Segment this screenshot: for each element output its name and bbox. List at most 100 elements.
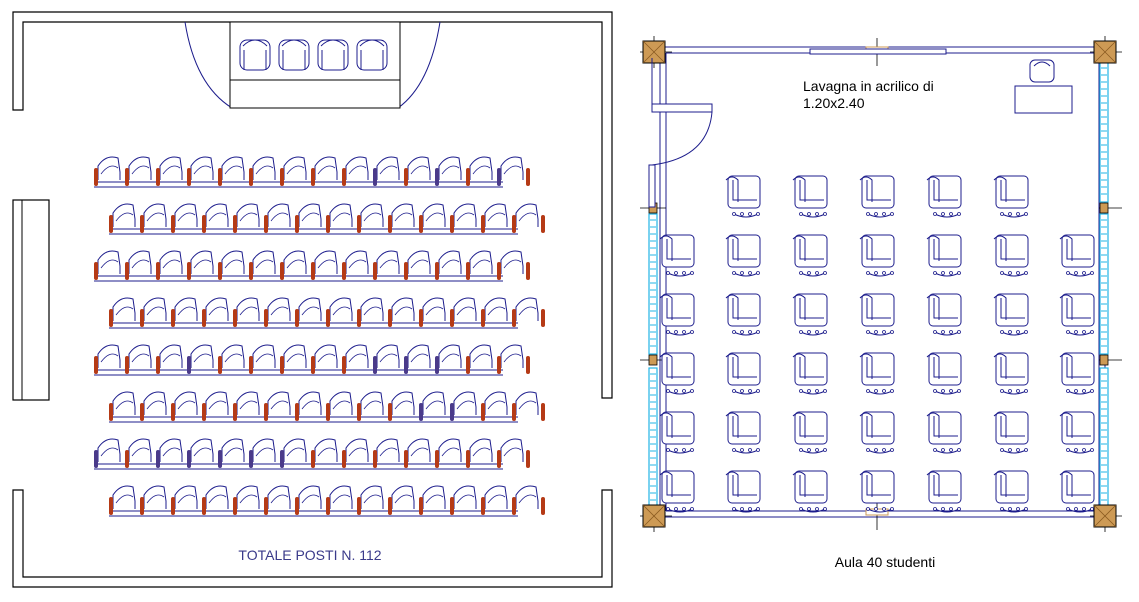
- student-chair: [659, 293, 695, 336]
- auditorium-seat: [466, 250, 493, 280]
- auditorium-seat: [295, 391, 322, 421]
- auditorium-seat: [342, 344, 369, 374]
- auditorium-seat: [388, 297, 415, 327]
- auditorium-seat: [388, 485, 415, 515]
- auditorium-seat: [249, 344, 276, 374]
- auditorium-seat: [404, 344, 431, 374]
- auditorium-seat: [419, 485, 446, 515]
- auditorium-seat: [497, 438, 524, 468]
- auditorium-seat: [435, 344, 462, 374]
- classroom-windows: [648, 46, 1109, 516]
- auditorium-seat: [233, 485, 260, 515]
- auditorium-seat: [280, 250, 307, 280]
- auditorium-seat: [481, 203, 508, 233]
- auditorium-wall-top: [12, 11, 613, 399]
- student-chair: [1059, 234, 1095, 277]
- auditorium-seat: [311, 438, 338, 468]
- auditorium-seat: [326, 391, 353, 421]
- row-end-armrest: [541, 215, 545, 233]
- auditorium-seat: [295, 297, 322, 327]
- student-chair: [1059, 293, 1095, 336]
- student-seating: [659, 175, 1095, 513]
- student-chair: [859, 470, 895, 513]
- total-seats-label: TOTALE POSTI N. 112: [238, 547, 381, 563]
- auditorium-seat: [280, 344, 307, 374]
- auditorium-seat: [357, 297, 384, 327]
- auditorium-seat: [419, 391, 446, 421]
- auditorium-seat: [125, 438, 152, 468]
- auditorium-seat: [109, 391, 136, 421]
- auditorium-seat: [388, 391, 415, 421]
- student-chair: [659, 234, 695, 277]
- board-label-line1: Lavagna in acrilico di: [803, 78, 934, 94]
- auditorium-seat: [187, 438, 214, 468]
- auditorium-seat: [280, 156, 307, 186]
- seat-row: [109, 203, 545, 235]
- auditorium-seating: [94, 156, 545, 517]
- student-chair: [926, 352, 962, 395]
- seat-row: [109, 485, 545, 517]
- auditorium-seat: [342, 250, 369, 280]
- auditorium-seat: [125, 344, 152, 374]
- student-chair: [725, 470, 761, 513]
- auditorium-seat: [373, 344, 400, 374]
- auditorium-seat: [264, 203, 291, 233]
- auditorium-seat: [218, 156, 245, 186]
- auditorium-seat: [435, 156, 462, 186]
- seat-row: [109, 297, 545, 329]
- row-end-armrest: [526, 262, 530, 280]
- auditorium-seat: [171, 485, 198, 515]
- auditorium-seat: [435, 250, 462, 280]
- auditorium-seat: [497, 156, 524, 186]
- auditorium-seat: [481, 485, 508, 515]
- student-chair: [792, 175, 828, 218]
- seat-row: [109, 391, 545, 423]
- row-end-armrest: [541, 309, 545, 327]
- auditorium-seat: [94, 156, 121, 186]
- auditorium-seat: [295, 203, 322, 233]
- auditorium-seat: [404, 438, 431, 468]
- auditorium-seat: [109, 485, 136, 515]
- auditorium-seat: [357, 391, 384, 421]
- row-end-armrest: [526, 356, 530, 374]
- window-strip: [1099, 61, 1109, 203]
- student-chair: [725, 411, 761, 454]
- window-strip: [1099, 213, 1109, 355]
- auditorium-seat: [419, 297, 446, 327]
- column: [1093, 504, 1117, 528]
- auditorium-seat: [295, 485, 322, 515]
- column: [642, 504, 666, 528]
- classroom-walls: [659, 46, 1106, 518]
- student-chair: [993, 175, 1029, 218]
- board-label-line2: 1.20x2.40: [803, 95, 865, 111]
- student-chair: [792, 470, 828, 513]
- auditorium-seat: [311, 156, 338, 186]
- auditorium-seat: [466, 156, 493, 186]
- stage-chair: [356, 39, 388, 71]
- teacher-desk: [1014, 59, 1073, 114]
- auditorium-seat: [171, 203, 198, 233]
- row-end-armrest: [526, 168, 530, 186]
- auditorium-seat: [342, 156, 369, 186]
- student-chair: [993, 352, 1029, 395]
- auditorium-seat: [326, 485, 353, 515]
- auditorium-seat: [171, 391, 198, 421]
- speaker-stage: [184, 21, 441, 109]
- seat-row: [94, 438, 530, 470]
- auditorium-seat: [512, 203, 539, 233]
- student-chair: [792, 293, 828, 336]
- whiteboard: [809, 48, 947, 55]
- auditorium-seat: [94, 438, 121, 468]
- student-chair: [859, 234, 895, 277]
- auditorium-seat: [233, 297, 260, 327]
- auditorium-seat: [94, 250, 121, 280]
- classroom-door: [648, 58, 713, 208]
- auditorium-seat: [156, 344, 183, 374]
- auditorium-seat: [187, 156, 214, 186]
- auditorium-seat: [202, 203, 229, 233]
- student-chair: [1059, 470, 1095, 513]
- auditorium-seat: [125, 156, 152, 186]
- student-chair: [859, 293, 895, 336]
- auditorium-seat: [249, 156, 276, 186]
- stage-chair: [317, 39, 349, 71]
